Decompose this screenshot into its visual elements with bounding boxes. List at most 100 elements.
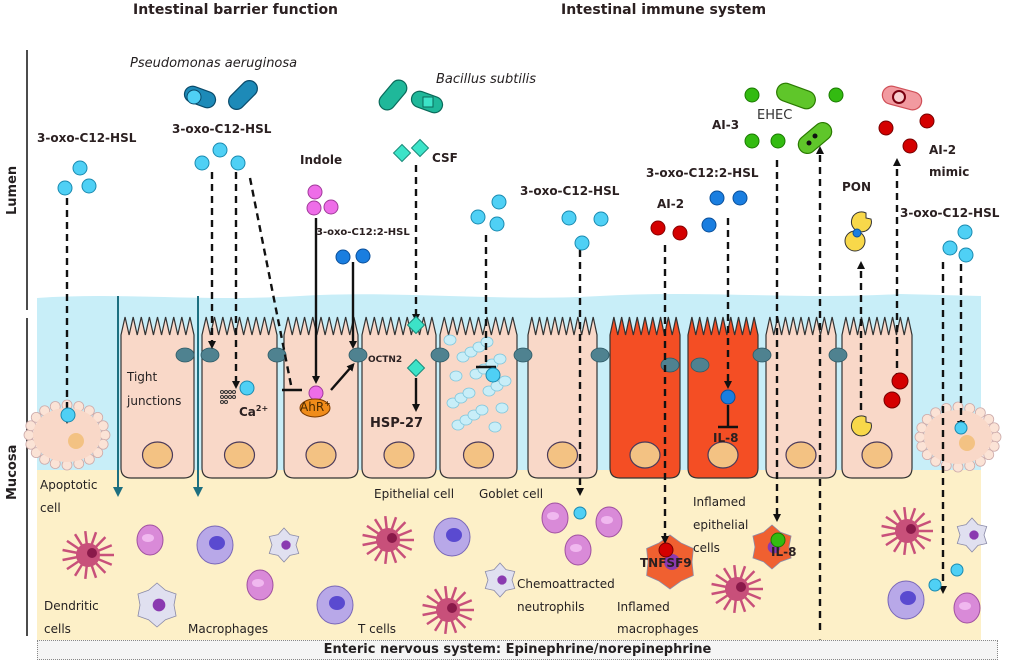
normal-epithelial-cell — [361, 316, 437, 479]
csf-molecule — [392, 143, 412, 163]
hsl-molecule — [489, 216, 505, 232]
inflamed-macrophage — [646, 534, 694, 590]
pseudomonas-bacterium — [228, 80, 258, 110]
label-csf: CSF — [432, 151, 458, 165]
label-il8-inner: IL-8 — [713, 431, 739, 445]
label-tight-junctions-2: junctions — [127, 394, 182, 408]
calcium-granule — [232, 395, 236, 399]
hsl-molecule — [470, 209, 486, 225]
hsl-c12-2-molecule — [852, 228, 862, 238]
t-cell — [433, 517, 471, 557]
ai2-mimic-molecule — [878, 120, 894, 136]
label-macrophages: Macrophages — [188, 622, 269, 636]
molecules — [57, 87, 974, 658]
dendritic-cell — [62, 530, 114, 580]
ai2-molecule — [672, 225, 688, 241]
label-t-cells: T cells — [358, 622, 397, 636]
immune-neutrophil — [136, 524, 164, 556]
label-epithelial-cell: Epithelial cell — [374, 487, 455, 501]
membrane-bleb — [23, 429, 35, 441]
heading-immune-system: Intestinal immune system — [561, 2, 767, 18]
calcium-granule — [224, 395, 228, 399]
ahr-to-junction-arrow — [330, 362, 355, 391]
label-hsl-left: 3-oxo-C12-HSL — [37, 131, 137, 145]
label-inflamed-epithelial-2: epithelial — [693, 518, 749, 532]
membrane-bleb — [914, 431, 926, 443]
hsl-molecule — [942, 240, 958, 256]
hsl-molecule — [72, 160, 88, 176]
label-neutrophils-1: Chemoattracted — [517, 577, 615, 591]
hsl-c12-2-molecule — [355, 248, 371, 264]
label-hsl-c12-2-small: 3-oxo-C12:2-HSL — [316, 227, 410, 238]
label-ai2: AI-2 — [657, 197, 685, 211]
immune-neutrophil — [953, 592, 981, 624]
calcium-granule — [224, 390, 228, 394]
tight-junction — [175, 347, 195, 363]
apoptotic-body — [33, 408, 101, 462]
indole-molecule — [308, 385, 324, 401]
neutrophil-lobe — [570, 544, 582, 552]
bacterium-inclusion — [186, 89, 202, 105]
chemoattracted-neutrophil — [564, 534, 592, 566]
cell-nucleus — [462, 441, 495, 469]
label-bacillus: Bacillus subtilis — [436, 72, 536, 87]
ai2-mimic-molecule — [919, 113, 935, 129]
hsl-molecule — [574, 235, 590, 251]
ai2-mimic-molecule — [902, 138, 918, 154]
normal-epithelial-cell — [120, 316, 195, 479]
mucin-granule — [493, 353, 507, 365]
bacillus-subtilis-bacterium — [378, 79, 408, 111]
tight-junction — [690, 357, 710, 373]
ahr-superscript: + — [324, 399, 331, 408]
calcium-text: Ca — [239, 405, 256, 419]
t-cell-nucleus — [446, 528, 462, 542]
hsl-c12-2-molecule — [701, 217, 717, 233]
calcium-granule — [220, 395, 224, 399]
dendritic-nucleus — [736, 582, 746, 592]
label-inflamed-macrophages-2: macrophages — [617, 622, 699, 636]
t-cell-nucleus — [329, 596, 345, 610]
cell-nucleus — [861, 441, 893, 469]
calcium-granule — [228, 390, 232, 394]
mucin-granule — [498, 375, 512, 387]
label-hsl-c12-2-right: 3-oxo-C12:2-HSL — [646, 166, 759, 180]
label-dendritic-2: cells — [44, 622, 71, 636]
tight-junction — [200, 347, 220, 363]
label-hsl-pseudomonas: 3-oxo-C12-HSL — [172, 122, 272, 136]
apoptotic-cell-right — [914, 401, 1002, 473]
mucin-granule — [449, 370, 463, 382]
calcium-granule — [232, 390, 236, 394]
hsl-molecule — [230, 155, 246, 171]
calcium-superscript: 2+ — [255, 404, 269, 413]
csf-molecule — [406, 358, 426, 378]
calcium-granule — [224, 400, 228, 404]
label-hsp27: HSP-27 — [370, 416, 424, 431]
macrophage — [956, 517, 988, 553]
ai3-molecule — [744, 87, 760, 103]
hsl-c12-2-molecule — [720, 389, 736, 405]
cell-nucleus — [785, 441, 817, 469]
normal-epithelial-cell — [527, 316, 598, 479]
csf-molecule — [410, 138, 430, 158]
macrophage-nucleus — [281, 540, 291, 550]
hsl-molecule — [194, 155, 210, 171]
ai3-molecule — [828, 87, 844, 103]
enteric-nervous-system-bar: Enteric nervous system: Epinephrine/nore… — [37, 640, 998, 660]
pon-enzyme — [850, 211, 872, 233]
dendritic-cell — [881, 506, 933, 556]
label-dendritic-1: Dendritic — [44, 599, 99, 613]
label-inflamed-epithelial-1: Inflamed — [693, 495, 746, 509]
region-label-lumen: Lumen — [5, 165, 20, 215]
t-cell — [316, 585, 354, 625]
bacterium-granule — [806, 140, 812, 146]
cell-nucleus — [629, 441, 661, 469]
label-ahr: AhR+ — [300, 399, 331, 414]
hsl-molecule — [954, 421, 968, 435]
label-pon: PON — [842, 180, 872, 194]
macrophage — [268, 527, 300, 563]
dendritic-cell — [422, 585, 474, 635]
hsl-c12-2-molecule — [732, 190, 748, 206]
csf-molecule — [406, 315, 426, 335]
hsl-inhibits-ahr — [248, 177, 294, 391]
label-goblet-cell: Goblet cell — [479, 487, 544, 501]
